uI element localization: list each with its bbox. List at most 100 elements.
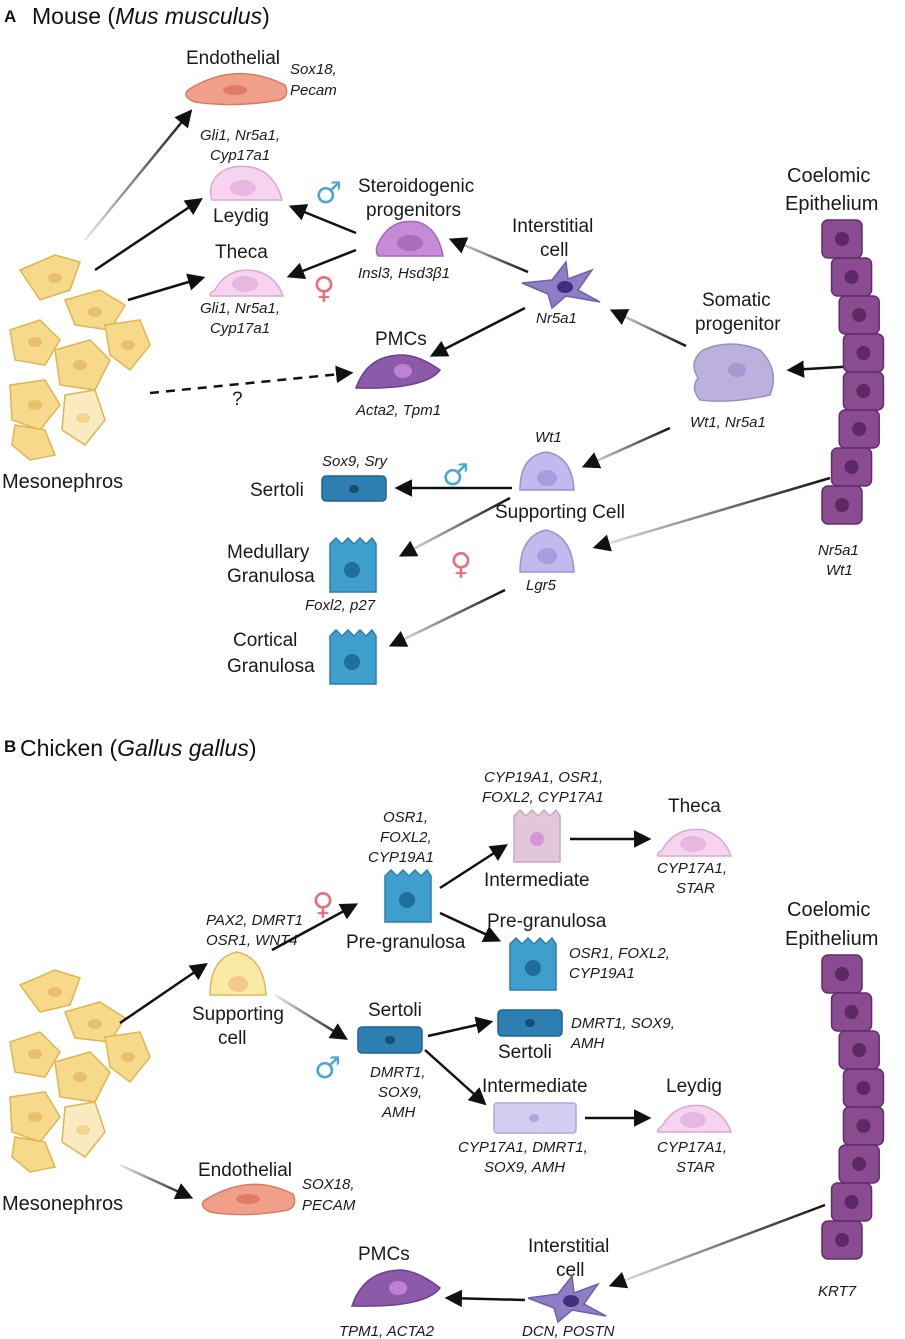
a-steroid-label-1: Steroidogenic [358,176,474,197]
a-cortical-label-1: Cortical [233,630,297,651]
a-endothelial-label: Endothelial [186,48,280,69]
b-supporting-genes-1: PAX2, DMRT1 [206,912,303,929]
a-leydig-label: Leydig [213,206,269,227]
panel-a-title: Mouse (Mus musculus) [32,3,270,29]
b-sertoli2-genes-1: DMRT1, SOX9, [571,1015,675,1032]
b-pregran2-genes-2: CYP19A1 [569,965,635,982]
b-arrow-sertoli-to-intermediate [424,1049,487,1106]
a-arrow-epithelium-to-lgr5 [592,476,831,552]
b-endothelial-genes-2: PECAM [302,1197,356,1214]
a-arrow-interstitial-to-steroid [448,237,529,274]
b-intermediate-f-label: Intermediate [484,870,590,891]
b-coelomic-label-1: Coelomic [787,899,870,921]
b-male-symbol: ♂ [314,1051,341,1086]
b-arrow-sertoli-to-sertoli2 [427,1016,494,1038]
b-sertoli-genes-3: AMH [381,1104,416,1121]
a-sertoli-label: Sertoli [250,480,304,501]
b-arrow-interstitial-to-pmcs [444,1289,526,1308]
b-int-f-genes-2: FOXL2, CYP17A1 [482,789,604,806]
b-theca-genes-1: CYP17A1, [657,860,727,877]
a-somatic-label-1: Somatic [702,290,771,311]
a-pmcs-genes: Acta2, Tpm1 [355,402,441,419]
a-arrow-steroid-to-leydig [288,204,357,235]
a-supporting-wt1: Wt1 [535,429,562,446]
a-female-symbol-2: ♀ [450,547,472,582]
b-leydig-label: Leydig [666,1076,722,1097]
b-supporting-label-2: cell [218,1028,247,1049]
b-supporting-cell-icon [209,951,267,996]
a-somatic-label-2: progenitor [695,314,781,335]
a-granulosa-genes: Foxl2, p27 [305,597,376,614]
a-dashed-arrow-to-pmcs [149,365,354,395]
b-arrow-epithelium-to-interstitial [608,1203,826,1289]
a-steroid-genes: Insl3, Hsd3β1 [358,265,450,282]
epithelium-nucleus [856,1119,871,1133]
a-arrow-interstitial-to-pmcs [429,306,526,357]
a-interstitial-genes: Nr5a1 [536,310,577,327]
b-supporting-label-1: Supporting [192,1004,284,1025]
mesonephros-cells [9,254,151,461]
a-mesonephros-label: Mesonephros [2,471,123,493]
a-steroid-label-2: progenitors [366,200,461,221]
epithelium-nucleus [852,308,867,322]
a-arrow-supporting-to-medullary [398,496,511,557]
b-leydig-genes-2: STAR [676,1159,715,1176]
b-interstitial-genes: DCN, POSTN [522,1323,615,1339]
a-arrow-lgr5-to-cortical [388,588,506,647]
epithelium-nucleus [844,1195,859,1209]
panel-a: A Mouse (Mus musculus) Mesonephros ? [2,3,885,685]
b-pregran-genes-1: OSR1, [383,809,428,826]
a-coelomic-epithelium-cells [821,219,885,525]
b-arrow-pregran-to-intermediate [439,844,508,890]
epithelium-nucleus [835,1233,849,1247]
a-female-symbol-1: ♀ [313,271,335,306]
b-arrow-to-endothelial [119,1163,194,1200]
panel-a-letter: A [4,7,16,26]
a-arrow-somatic-to-supporting [581,426,671,469]
a-coelomic-genes-2: Wt1 [826,562,853,579]
epithelium-nucleus [852,1043,867,1057]
panel-b-letter: B [4,737,16,756]
a-interstitial-label-2: cell [540,240,569,261]
b-interstitial-label-2: cell [556,1260,585,1281]
a-somatic-genes: Wt1, Nr5a1 [690,414,766,431]
b-mesonephros-cells [9,969,151,1173]
b-theca-genes-2: STAR [676,880,715,897]
b-pregran-genes-3: CYP19A1 [368,849,434,866]
b-int-m-genes-1: CYP17A1, DMRT1, [458,1139,588,1156]
epithelium-nucleus [844,460,859,474]
b-interstitial-label-1: Interstitial [528,1236,609,1257]
epithelium-nucleus [835,967,849,981]
b-arrow-to-supporting [119,963,208,1025]
a-interstitial-label-1: Interstitial [512,216,593,237]
b-pregran2-genes-1: OSR1, FOXL2, [569,945,670,962]
a-coelomic-label-2: Epithelium [785,193,878,215]
a-sertoli-genes: Sox9, Sry [322,453,389,470]
b-int-f-genes-1: CYP19A1, OSR1, [484,769,603,786]
b-sertoli2-genes-2: AMH [570,1035,605,1052]
panel-b-title: Chicken (Gallus gallus) [20,735,257,761]
a-coelomic-genes-1: Nr5a1 [818,542,859,559]
b-pregran-genes-2: FOXL2, [380,829,432,846]
a-medullary-label-1: Medullary [227,542,310,563]
b-arrow-pregran-to-pregran2 [439,911,502,943]
epithelium-nucleus [835,232,849,246]
b-leydig-genes-1: CYP17A1, [657,1139,727,1156]
a-arrow-to-theca [127,273,206,302]
a-endothelial-genes-1: Sox18, [290,61,337,78]
epithelium-nucleus [856,384,871,398]
b-arrow-supporting-to-pregran [271,903,359,952]
a-supporting-label: Supporting Cell [495,502,625,523]
a-male-symbol-1: ♂ [315,176,342,211]
b-int-m-genes-2: SOX9, AMH [484,1159,565,1176]
b-sertoli2-label: Sertoli [498,1042,552,1063]
b-female-symbol: ♀ [312,887,334,922]
a-medullary-label-2: Granulosa [227,566,315,587]
epithelium-nucleus [852,422,867,436]
b-supporting-genes-2: OSR1, WNT4 [206,932,298,949]
a-theca-label: Theca [215,242,268,263]
a-arrow-to-leydig [94,198,203,272]
b-coelomic-epithelium-cells [821,954,885,1260]
a-supporting-lgr5: Lgr5 [526,577,557,594]
